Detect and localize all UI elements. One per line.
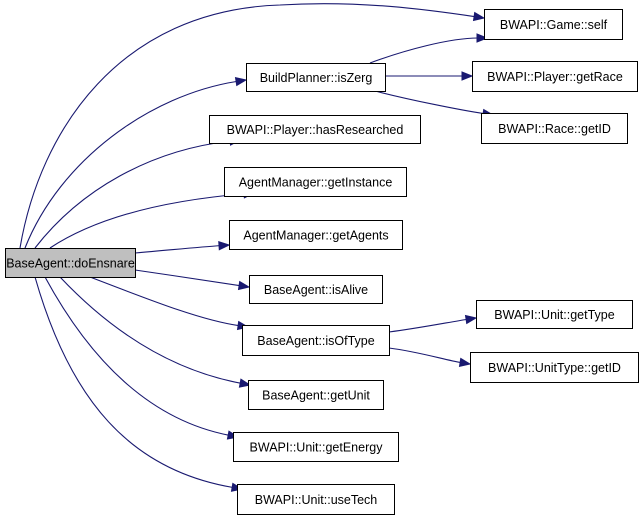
node-isZerg[interactable]: BuildPlanner::isZerg [246, 63, 386, 92]
node-label: AgentManager::getAgents [243, 229, 388, 243]
node-label: BaseAgent::doEnsnare [6, 257, 135, 271]
edge-isOfType-to-unitTypeGetID [388, 347, 472, 368]
edge-line [24, 80, 238, 249]
node-box [472, 61, 638, 92]
arrowhead-icon [472, 11, 486, 22]
node-box [246, 63, 386, 92]
node-getRace[interactable]: BWAPI::Player::getRace [472, 61, 638, 92]
node-useTech[interactable]: BWAPI::Unit::useTech [237, 484, 395, 515]
node-box [248, 380, 384, 410]
edge-root-to-isOfType [89, 276, 250, 331]
nodes-layer: BaseAgent::doEnsnare BuildPlanner::isZerg… [5, 9, 639, 515]
node-label: BWAPI::Player::getRace [487, 70, 623, 84]
node-label: BaseAgent::getUnit [262, 389, 370, 403]
node-label: BaseAgent::isAlive [264, 283, 368, 297]
edge-line [19, 3, 476, 249]
node-label: BWAPI::Unit::getEnergy [250, 441, 384, 455]
node-label: BWAPI::Unit::useTech [255, 493, 378, 507]
edge-line [89, 276, 240, 327]
edge-line [59, 276, 242, 384]
edge-root-to-getInstance [49, 189, 256, 249]
node-label: BaseAgent::isOfType [257, 334, 374, 348]
edge-line [34, 140, 232, 249]
edge-root-to-isZerg [24, 76, 248, 249]
node-getInstance[interactable]: AgentManager::getInstance [224, 167, 407, 197]
node-raceGetID[interactable]: BWAPI::Race::getID [481, 113, 628, 144]
node-hasResearched[interactable]: BWAPI::Player::hasResearched [209, 115, 421, 144]
node-getType[interactable]: BWAPI::Unit::getType [476, 300, 633, 329]
edge-line [44, 276, 230, 436]
edge-line [374, 90, 485, 115]
node-isAlive[interactable]: BaseAgent::isAlive [249, 275, 383, 304]
arrowhead-icon [464, 314, 478, 325]
node-box [470, 352, 639, 383]
node-box [209, 115, 421, 144]
node-box [476, 300, 633, 329]
arrowhead-icon [237, 280, 251, 291]
edge-line [134, 269, 241, 287]
node-box [484, 9, 623, 40]
edge-root-to-getAgents [134, 240, 231, 254]
edge-line [134, 245, 221, 254]
node-label: AgentManager::getInstance [239, 176, 393, 190]
edge-line [388, 318, 468, 333]
arrowhead-icon [461, 71, 474, 81]
node-isOfType[interactable]: BaseAgent::isOfType [242, 325, 390, 356]
node-unitTypeGetID[interactable]: BWAPI::UnitType::getID [470, 352, 639, 383]
edge-root-to-getEnergy [44, 276, 240, 440]
arrowhead-icon [458, 357, 472, 368]
edge-line [49, 193, 246, 249]
edge-root-to-isAlive [134, 269, 251, 291]
node-gameSelf[interactable]: BWAPI::Game::self [484, 9, 623, 40]
node-label: BWAPI::Player::hasResearched [227, 123, 404, 137]
node-box [249, 275, 383, 304]
edge-isZerg-to-raceGetID [374, 90, 495, 119]
edge-root-to-getUnit [59, 276, 252, 388]
edge-isOfType-to-getType [388, 314, 478, 333]
root-node[interactable]: BaseAgent::doEnsnare [5, 248, 136, 278]
node-box [233, 432, 399, 462]
edge-isZerg-to-gameSelf [369, 33, 489, 64]
node-label: BWAPI::Game::self [500, 18, 608, 32]
node-label: BWAPI::Unit::getType [494, 308, 614, 322]
edge-root-to-useTech [34, 276, 244, 492]
edge-root-to-gameSelf [19, 3, 486, 249]
node-getUnit[interactable]: BaseAgent::getUnit [248, 380, 384, 410]
edge-line [369, 37, 479, 64]
node-box [224, 167, 407, 197]
edge-line [34, 276, 234, 489]
node-label: BuildPlanner::isZerg [260, 71, 373, 85]
arrowhead-icon [218, 240, 231, 251]
node-getAgents[interactable]: AgentManager::getAgents [229, 220, 403, 250]
node-label: BWAPI::UnitType::getID [488, 361, 621, 375]
node-label: BWAPI::Race::getID [498, 122, 611, 136]
node-box [237, 484, 395, 515]
arrowhead-icon [238, 378, 252, 388]
arrowhead-icon [234, 76, 248, 87]
edge-isZerg-to-getRace [384, 71, 474, 81]
node-box [481, 113, 628, 144]
arrowhead-icon [476, 33, 489, 43]
edge-line [388, 347, 462, 364]
node-box [242, 325, 390, 356]
node-box [229, 220, 403, 250]
edge-root-to-hasResearched [34, 136, 242, 249]
node-getEnergy[interactable]: BWAPI::Unit::getEnergy [233, 432, 399, 462]
node-box [5, 248, 136, 278]
